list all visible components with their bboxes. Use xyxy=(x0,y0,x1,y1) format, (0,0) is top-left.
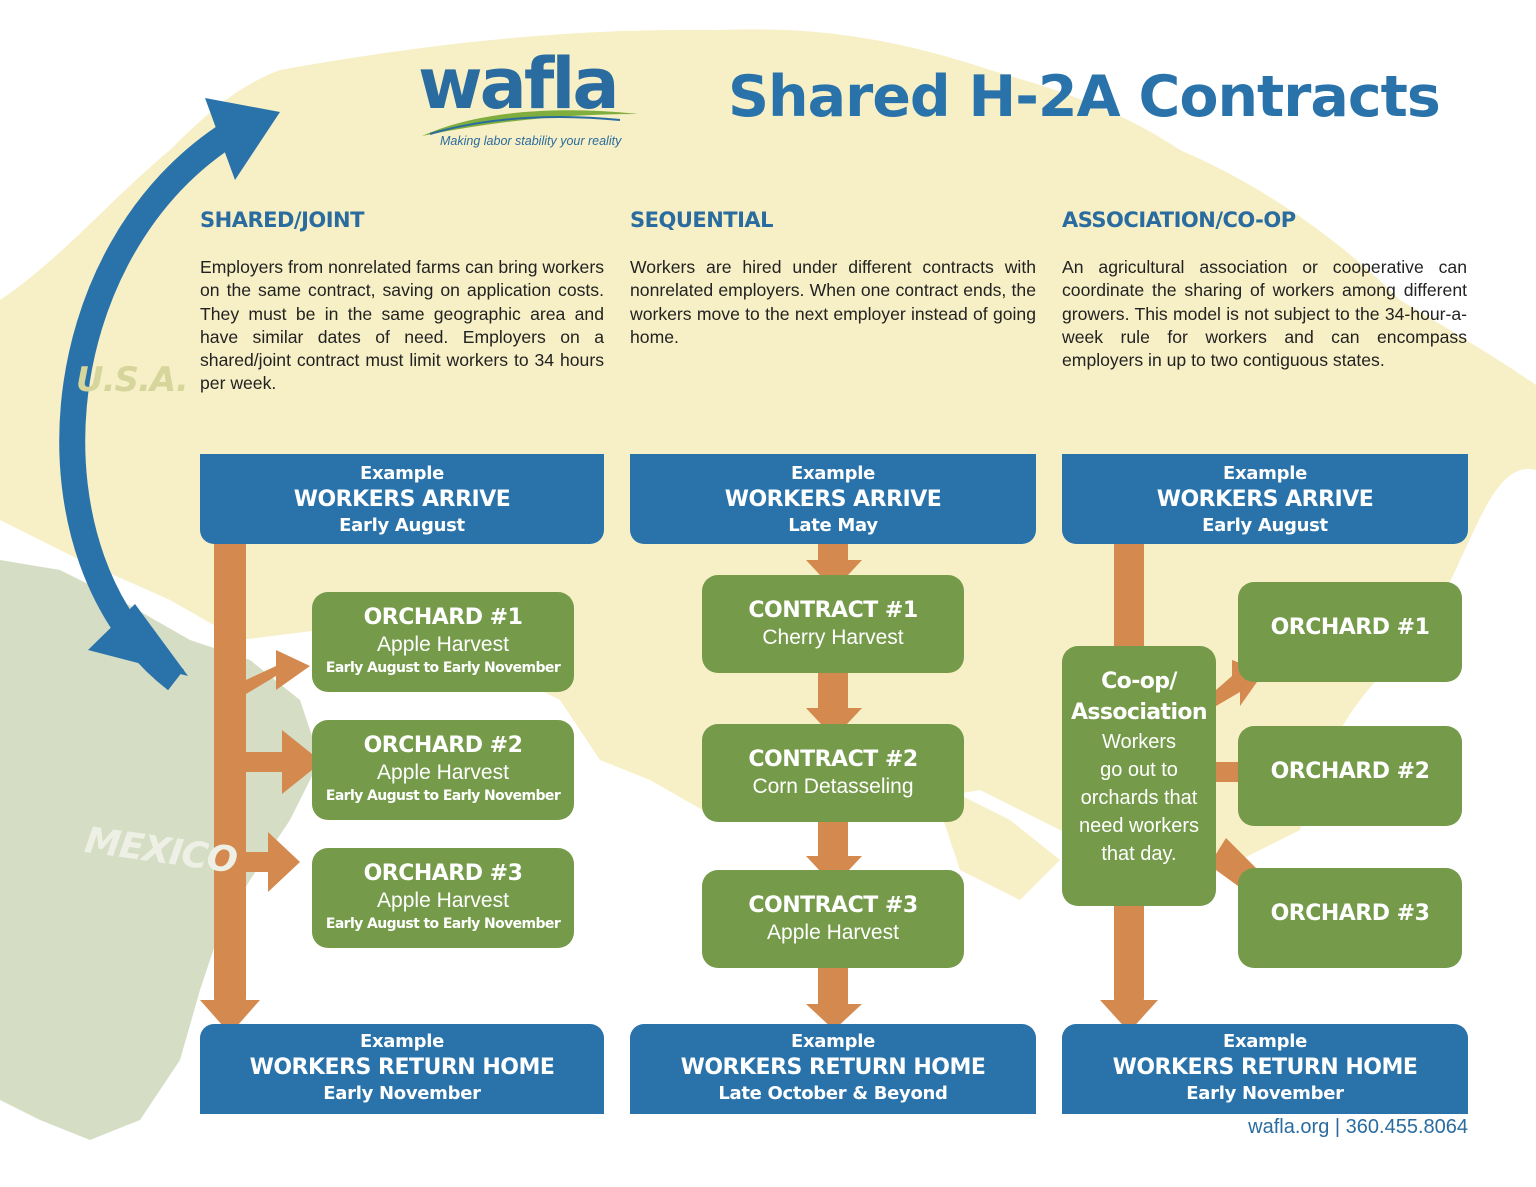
curved-arrow-head-bottom xyxy=(88,604,188,676)
shared-vertical-arrowhead xyxy=(200,1000,260,1034)
coop-body-line: Workers xyxy=(1101,731,1177,753)
return-label: Example xyxy=(1223,1031,1307,1052)
return-title: WORKERS RETURN HOME xyxy=(680,1055,986,1080)
heading-shared-joint: SHARED/JOINT xyxy=(200,208,364,232)
step-title: ORCHARD #1 xyxy=(363,605,523,630)
coop-association-box: Co-op/ Association Workers go out to orc… xyxy=(1062,646,1216,906)
return-label: Example xyxy=(360,1031,444,1052)
step-dates: Early August to Early November xyxy=(325,916,561,932)
step-title: ORCHARD #2 xyxy=(363,733,523,758)
heading-association-coop: ASSOCIATION/CO-OP xyxy=(1062,208,1296,232)
arrive-when: Late May xyxy=(788,515,878,536)
shared-orchard-1: ORCHARD #1 Apple Harvest Early August to… xyxy=(312,592,574,692)
arrive-label: Example xyxy=(791,463,875,484)
sequential-contract-1: CONTRACT #1 Cherry Harvest xyxy=(702,575,964,673)
return-label: Example xyxy=(791,1031,875,1052)
description-association-coop: An agricultural association or cooperati… xyxy=(1062,257,1467,371)
step-subtitle: Corn Detasseling xyxy=(752,775,914,798)
sequential-connectors xyxy=(806,540,862,1030)
coop-body-line: orchards that xyxy=(1080,787,1198,809)
footer-phone[interactable]: 360.455.8064 xyxy=(1345,1116,1468,1138)
sequential-contract-2: CONTRACT #2 Corn Detasseling xyxy=(702,724,964,822)
sequential-return-box: Example WORKERS RETURN HOME Late October… xyxy=(630,1024,1036,1114)
coop-return-box: Example WORKERS RETURN HOME Early Novemb… xyxy=(1062,1024,1468,1114)
arrive-when: Early August xyxy=(1202,515,1328,536)
step-title: CONTRACT #2 xyxy=(748,747,918,772)
sequential-contract-3: CONTRACT #3 Apple Harvest xyxy=(702,870,964,968)
arrive-when: Early August xyxy=(339,515,465,536)
step-subtitle: Apple Harvest xyxy=(377,633,509,656)
step-title: CONTRACT #3 xyxy=(748,893,918,918)
coop-orchard-1: ORCHARD #1 xyxy=(1238,582,1462,682)
step-dates: Early August to Early November xyxy=(325,788,561,804)
arrive-title: WORKERS ARRIVE xyxy=(724,487,942,512)
shared-orchard-3: ORCHARD #3 Apple Harvest Early August to… xyxy=(312,848,574,948)
arrive-title: WORKERS ARRIVE xyxy=(1156,487,1374,512)
footer-contact: wafla.org | 360.455.8064 xyxy=(1210,1116,1468,1139)
step-subtitle: Cherry Harvest xyxy=(762,626,904,649)
footer-website-link[interactable]: wafla.org xyxy=(1248,1116,1330,1138)
return-title: WORKERS RETURN HOME xyxy=(249,1055,555,1080)
coop-orchard-2: ORCHARD #2 xyxy=(1238,726,1462,826)
step-title: CONTRACT #1 xyxy=(748,598,918,623)
description-shared-joint: Employers from nonrelated farms can brin… xyxy=(200,257,604,394)
shared-branch-arrow-2 xyxy=(246,730,322,794)
arrive-title: WORKERS ARRIVE xyxy=(293,487,511,512)
curved-arrow-head-top xyxy=(205,98,280,180)
return-when: Early November xyxy=(1186,1083,1344,1104)
shared-arrive-box: Example WORKERS ARRIVE Early August xyxy=(200,454,604,544)
description-sequential: Workers are hired under different contra… xyxy=(630,257,1036,347)
curved-arrow-shaft xyxy=(59,118,242,691)
step-title: ORCHARD #2 xyxy=(1270,759,1430,784)
coop-arrive-box: Example WORKERS ARRIVE Early August xyxy=(1062,454,1468,544)
return-when: Late October & Beyond xyxy=(718,1083,948,1104)
shared-orchard-2: ORCHARD #2 Apple Harvest Early August to… xyxy=(312,720,574,820)
shared-return-box: Example WORKERS RETURN HOME Early Novemb… xyxy=(200,1024,604,1114)
sequential-arrive-box: Example WORKERS ARRIVE Late May xyxy=(630,454,1036,544)
coop-title-line1: Co-op/ xyxy=(1101,669,1177,694)
coop-title-line2: Association xyxy=(1071,700,1208,725)
step-title: ORCHARD #3 xyxy=(1270,901,1430,926)
step-title: ORCHARD #1 xyxy=(1270,615,1430,640)
heading-sequential: SEQUENTIAL xyxy=(630,208,774,232)
step-dates: Early August to Early November xyxy=(325,660,561,676)
map-label-usa: U.S.A. xyxy=(76,360,189,400)
shared-branch-arrow-1 xyxy=(246,650,310,694)
coop-body-line: that day. xyxy=(1101,843,1177,865)
step-subtitle: Apple Harvest xyxy=(767,921,899,944)
arrive-label: Example xyxy=(360,463,444,484)
step-title: ORCHARD #3 xyxy=(363,861,523,886)
logo-tagline: Making labor stability your reality xyxy=(440,134,622,148)
step-subtitle: Apple Harvest xyxy=(377,889,509,912)
shared-branch-arrow-3 xyxy=(246,832,300,892)
return-when: Early November xyxy=(323,1083,481,1104)
step-subtitle: Apple Harvest xyxy=(377,761,509,784)
coop-vertical-arrowhead xyxy=(1100,1000,1158,1032)
arrive-label: Example xyxy=(1223,463,1307,484)
footer-separator: | xyxy=(1334,1116,1341,1138)
logo-swoosh-icon xyxy=(422,110,638,136)
page-title: Shared H-2A Contracts xyxy=(728,64,1441,130)
coop-orchard-3: ORCHARD #3 xyxy=(1238,868,1462,968)
baja-peninsula xyxy=(0,680,40,860)
coop-body-line: need workers xyxy=(1078,815,1200,837)
shared-vertical-arrow xyxy=(214,530,246,1012)
coop-body-line: go out to xyxy=(1100,759,1178,781)
return-title: WORKERS RETURN HOME xyxy=(1112,1055,1418,1080)
